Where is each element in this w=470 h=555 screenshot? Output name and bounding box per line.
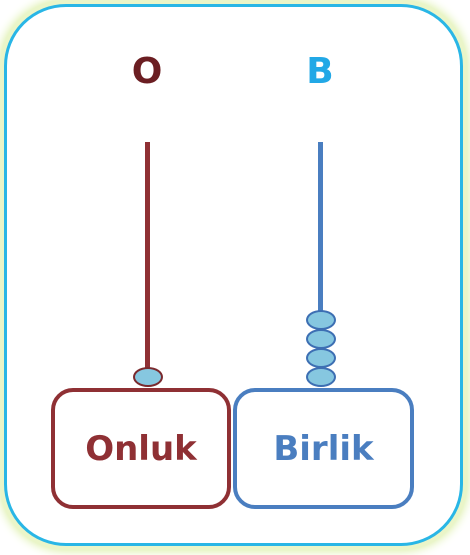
tens-place-label: Onluk xyxy=(85,428,197,469)
tens-column-letter: O xyxy=(131,51,163,92)
tens-rod xyxy=(145,142,150,377)
tens-bead xyxy=(132,367,163,387)
ones-bead xyxy=(305,310,336,330)
tens-place-box: Onluk xyxy=(51,388,231,509)
ones-place-box: Birlik xyxy=(233,388,414,509)
ones-rod xyxy=(318,142,323,377)
ones-bead xyxy=(305,329,336,349)
ones-place-label: Birlik xyxy=(273,428,374,469)
ones-column-letter: B xyxy=(306,51,334,92)
ones-bead xyxy=(305,367,336,387)
ones-bead xyxy=(305,348,336,368)
